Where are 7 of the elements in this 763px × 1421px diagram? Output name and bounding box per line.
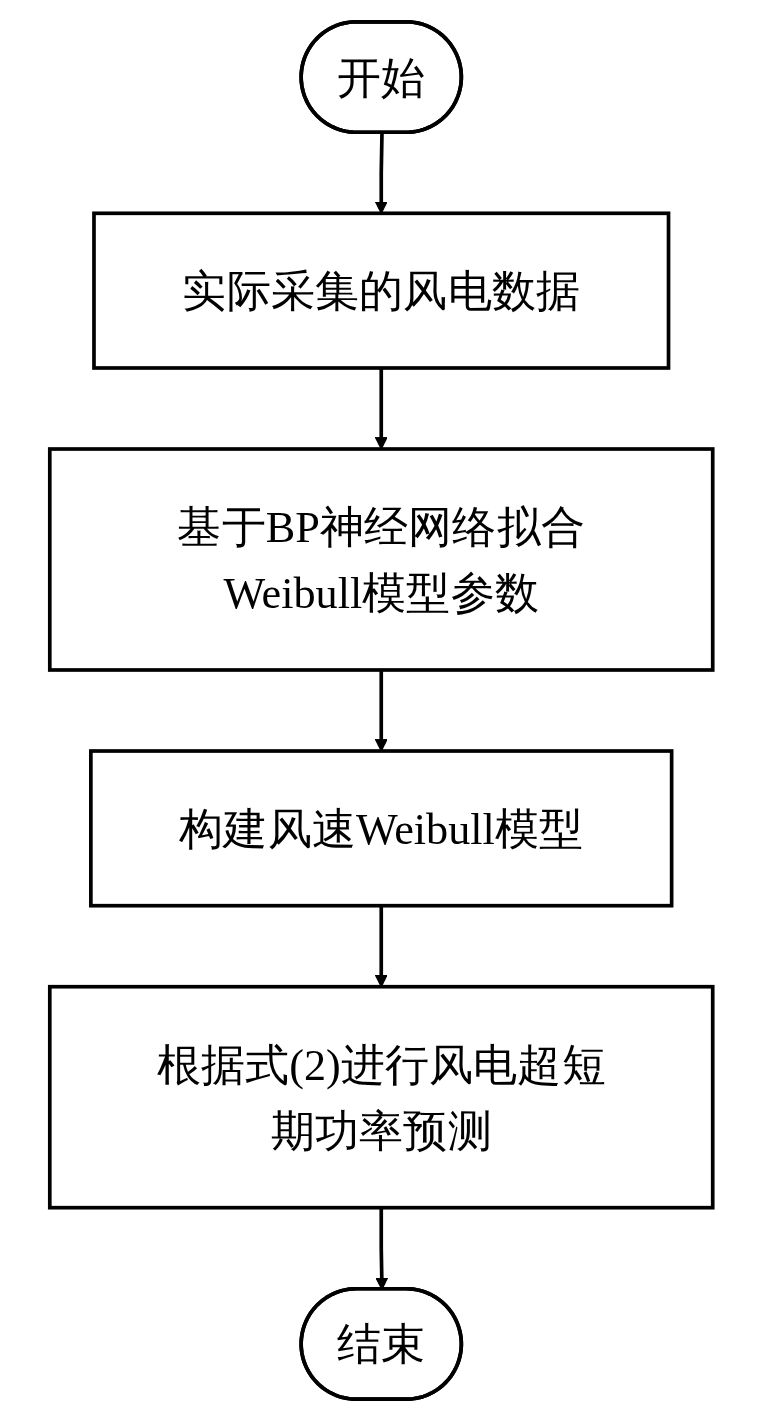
arrow	[375, 368, 388, 450]
node-box: 构建风速Weibull模型	[89, 749, 674, 908]
node-box: 实际采集的风电数据	[92, 211, 671, 370]
node-box: 基于BP神经网络拟合Weibull模型参数	[48, 447, 715, 672]
arrow	[375, 670, 388, 752]
arrow	[375, 133, 388, 214]
node-box: 根据式(2)进行风电超短期功率预测	[48, 984, 715, 1210]
